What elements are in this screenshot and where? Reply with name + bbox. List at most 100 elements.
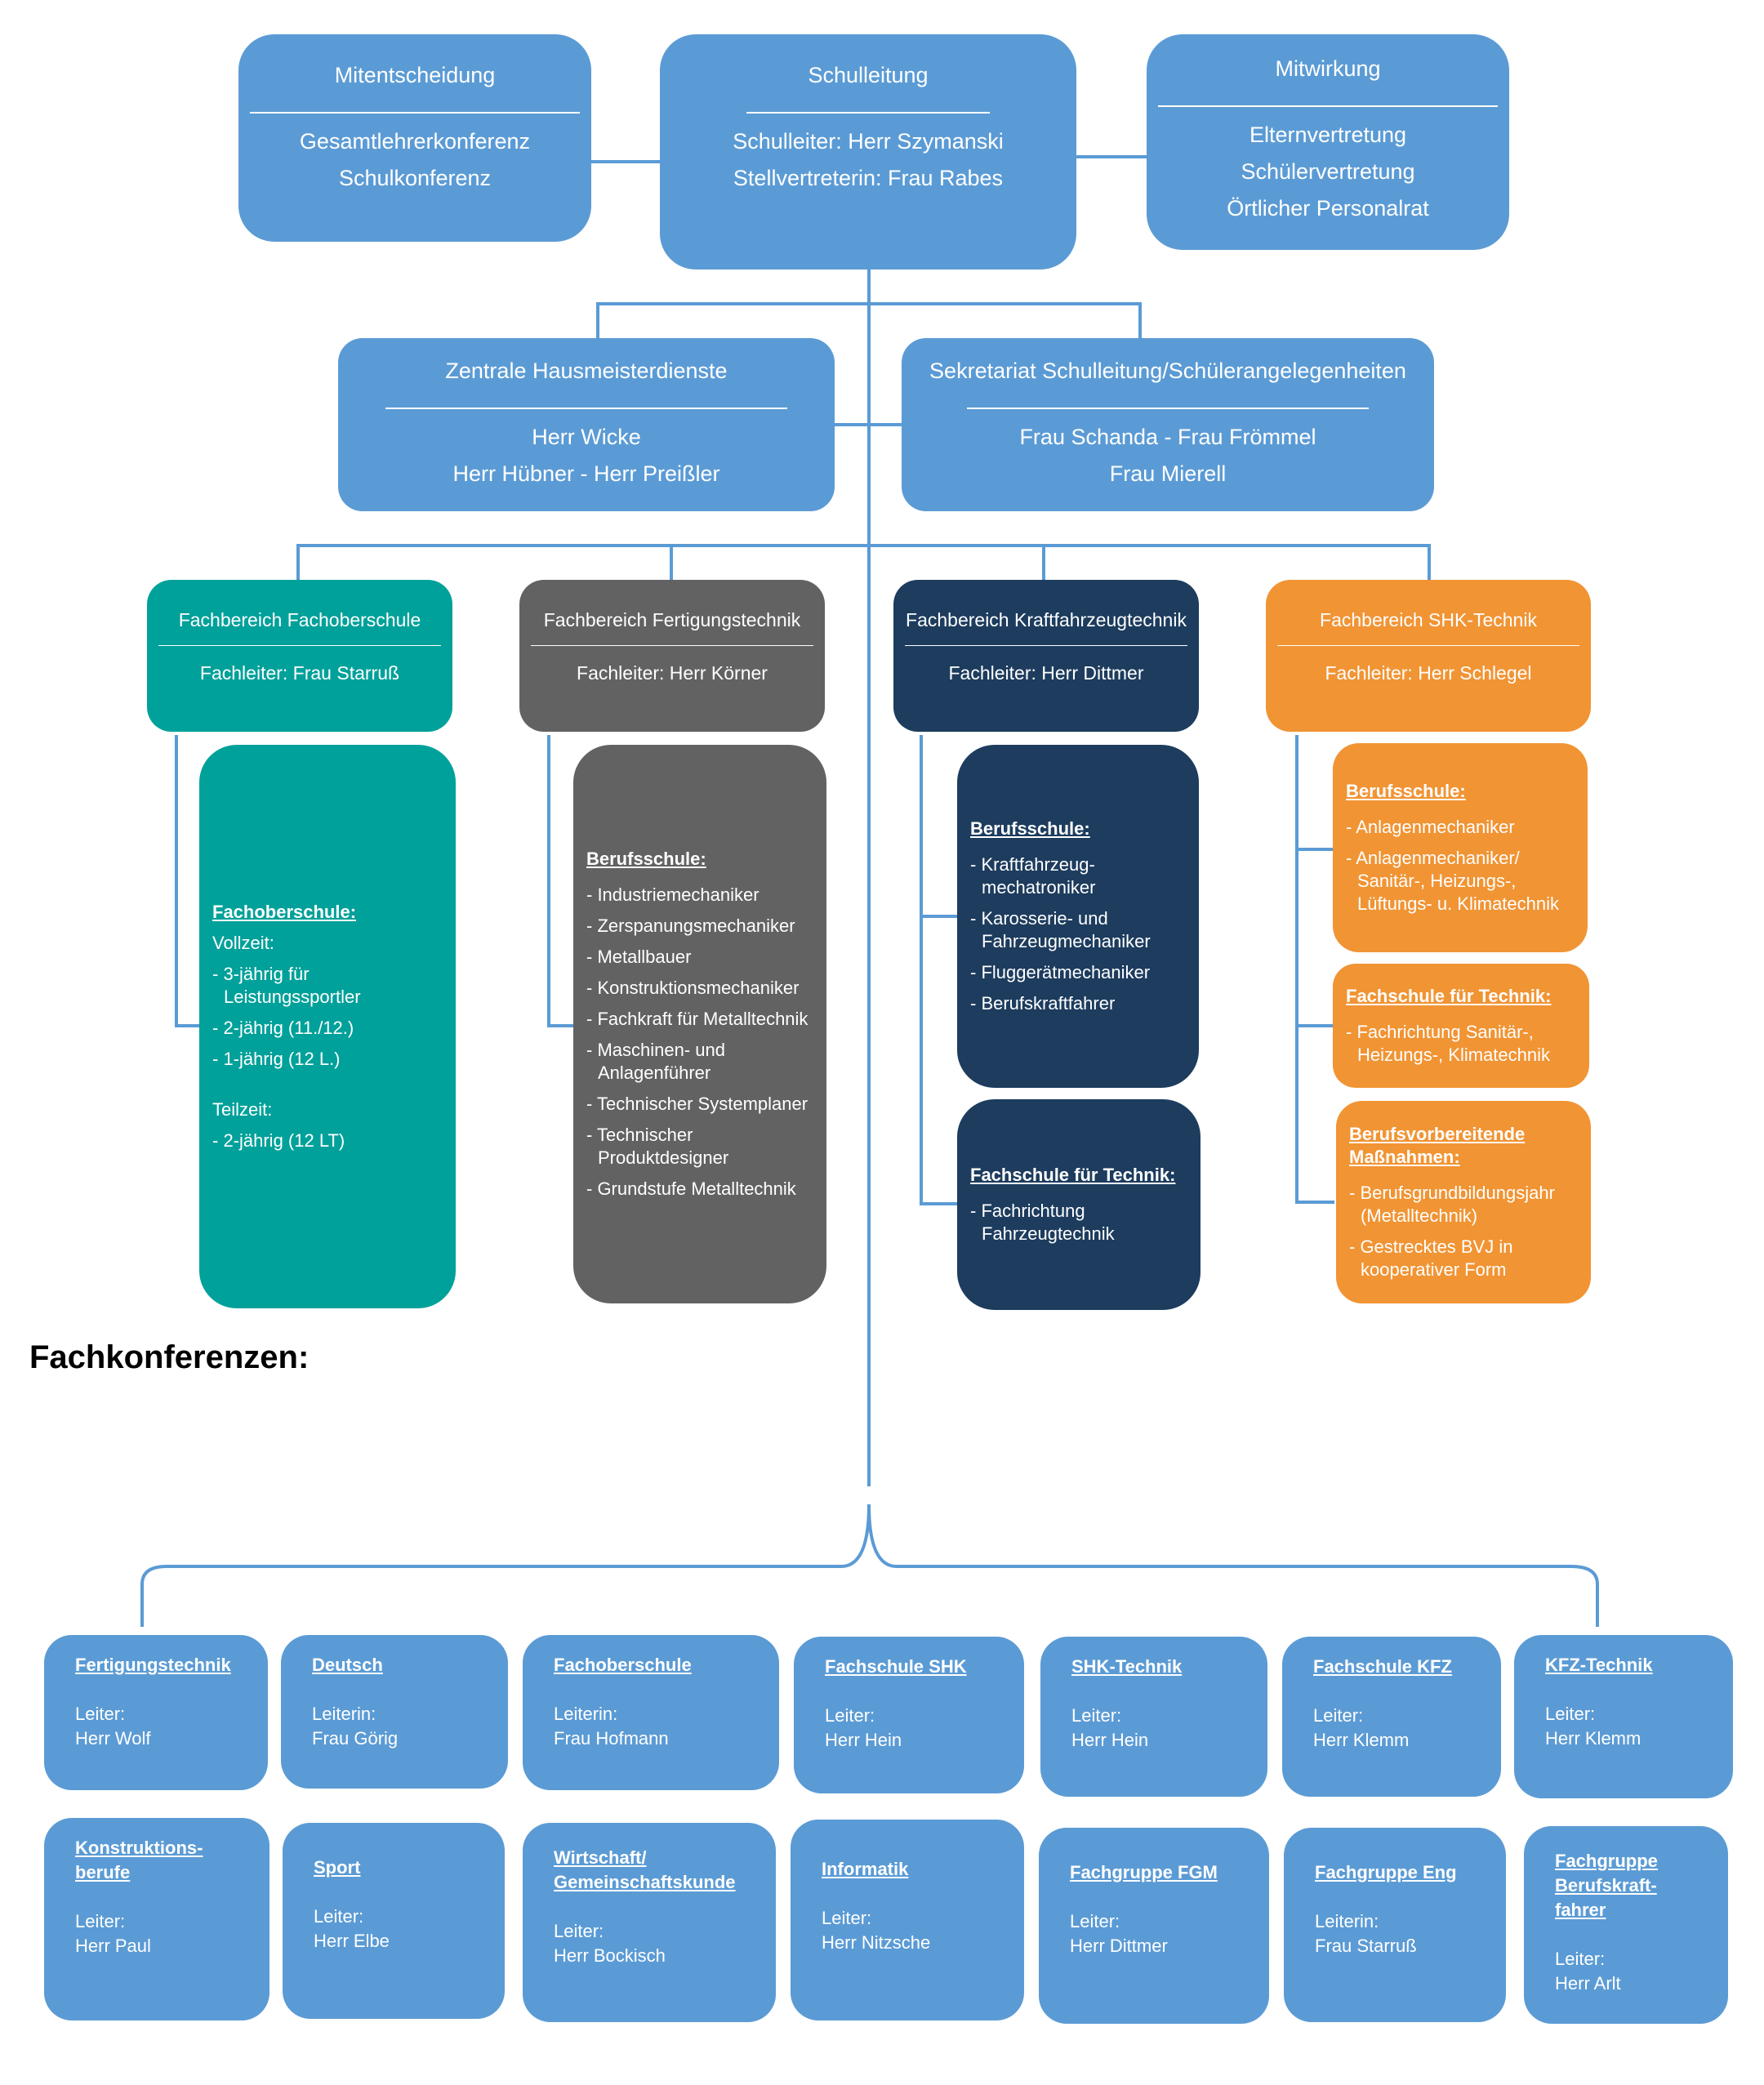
fachkonferenzen-heading: Fachkonferenzen: (29, 1339, 310, 1375)
conference-title: Wirtschaft/ Gemeinschaftskunde (554, 1847, 736, 1892)
list-item: - Fachkraft für Metalltechnik (586, 1009, 808, 1029)
conference-label: Leiter: (822, 1908, 872, 1928)
connector-kfz-detail (920, 735, 957, 1205)
list-item: - Konstruktionsmechaniker (586, 978, 800, 998)
conference-fertigungstechnik: Fertigungstechnik Leiter: Herr Wolf (44, 1635, 268, 1790)
detail-fachoberschule: Fachoberschule: Vollzeit: - 3-jährig für… (199, 745, 456, 1308)
dept-shk-technik: Fachbereich SHK-Technik Fachleiter: Herr… (1266, 580, 1591, 732)
conference-fachgruppe-eng: Fachgruppe Eng Leiterin: Frau Starruß (1284, 1828, 1506, 2022)
conference-fachoberschule: Fachoberschule Leiterin: Frau Hofmann (523, 1635, 779, 1790)
list-item: - Gestrecktes BVJ in kooperativer Form (1349, 1236, 1513, 1280)
list-item: - 1-jährig (12 L.) (212, 1049, 341, 1069)
conference-label: Leiter: (75, 1704, 126, 1724)
conference-title: KFZ-Technik (1545, 1655, 1653, 1675)
conference-deutsch: Deutsch Leiterin: Frau Görig (281, 1635, 508, 1789)
divider (967, 408, 1369, 409)
body-line: Schulleiter: Herr Szymanski (733, 129, 1004, 154)
schulleitung-box: Schulleitung Schulleiter: Herr Szymanski… (660, 34, 1076, 270)
detail-fertigungstechnik: Berufsschule: - Industriemechaniker - Ze… (573, 745, 826, 1303)
list-item: - Technischer Produktdesigner (586, 1125, 729, 1168)
detail-kfz-fachschule: Fachschule für Technik: - Fachrichtung F… (957, 1099, 1200, 1310)
conference-label: Leiter: (1070, 1911, 1120, 1931)
list-item: - Anlagenmechaniker (1346, 817, 1515, 837)
connector-support (596, 302, 1142, 338)
conference-name: Herr Hein (1071, 1730, 1149, 1750)
dept-title: Fachbereich Fachoberschule (178, 609, 421, 630)
detail-title: Fachschule für Technik: (1346, 986, 1552, 1006)
conference-kfz-technik: KFZ-Technik Leiter: Herr Klemm (1514, 1635, 1733, 1798)
list-item: - Zerspanungsmechaniker (586, 916, 795, 936)
list-item: - Maschinen- und Anlagenführer (586, 1040, 725, 1083)
conference-title: Fachschule SHK (825, 1656, 967, 1677)
connector-fos-detail (175, 735, 201, 1027)
divider (746, 112, 990, 114)
list-item: - Karosserie- und Fahrzeugmechaniker (970, 908, 1151, 951)
conference-fachgruppe-fgm: Fachgruppe FGM Leiter: Herr Dittmer (1039, 1828, 1269, 2024)
sekretariat-title: Sekretariat Schulleitung/Schülerangelege… (929, 359, 1406, 383)
detail-shk-berufsvorbereitung: Berufsvorbereitende Maßnahmen: - Berufsg… (1336, 1101, 1591, 1303)
body-line: Örtlicher Personalrat (1227, 196, 1429, 221)
dept-title: Fachbereich Fertigungstechnik (543, 609, 801, 630)
conference-label: Leiter: (1545, 1704, 1596, 1724)
mitwirkung-box: Mitwirkung Elternvertretung Schülervertr… (1147, 34, 1509, 250)
connector-departments (296, 544, 1431, 580)
conference-label: Leiter: (314, 1906, 364, 1927)
mitwirkung-title: Mitwirkung (1275, 56, 1381, 81)
conference-title: Fachschule KFZ (1313, 1656, 1452, 1677)
conference-name: Herr Klemm (1313, 1730, 1410, 1750)
dept-fertigungstechnik: Fachbereich Fertigungstechnik Fachleiter… (519, 580, 825, 732)
dept-kraftfahrzeugtechnik: Fachbereich Kraftfahrzeugtechnik Fachlei… (893, 580, 1199, 732)
conference-label: Leiter: (554, 1921, 604, 1941)
mitentscheidung-title: Mitentscheidung (334, 63, 496, 87)
conference-title: Fachoberschule (554, 1655, 692, 1675)
conference-title: Fachgruppe Eng (1315, 1862, 1457, 1882)
conference-name: Herr Paul (75, 1936, 151, 1956)
list-item: - Grundstufe Metalltechnik (586, 1178, 796, 1199)
conference-shk-technik: SHK-Technik Leiter: Herr Hein (1040, 1637, 1267, 1797)
conference-label: Leiter: (75, 1911, 126, 1931)
conference-fachgruppe-berufskraftfahrer: Fachgruppe Berufskraft-fahrer Leiter: He… (1524, 1826, 1728, 2024)
conference-title: SHK-Technik (1071, 1656, 1183, 1677)
conference-wirtschaft: Wirtschaft/ Gemeinschaftskunde Leiter: H… (523, 1823, 776, 2022)
conference-label: Leiter: (1555, 1949, 1606, 1969)
conference-name: Herr Klemm (1545, 1728, 1642, 1749)
conference-name: Frau Hofmann (554, 1728, 669, 1749)
conference-title: Fachgruppe FGM (1070, 1862, 1218, 1882)
divider (1277, 645, 1579, 646)
conference-informatik: Informatik Leiter: Herr Nitzsche (791, 1820, 1024, 2020)
conference-name: Herr Hein (825, 1730, 902, 1750)
detail-shk-fachschule: Fachschule für Technik: - Fachrichtung S… (1333, 964, 1589, 1088)
body-line: Schulkonferenz (338, 166, 492, 190)
divider (158, 645, 441, 646)
detail-title: Berufsschule: (1346, 781, 1466, 801)
dept-title: Fachbereich Kraftfahrzeugtechnik (906, 609, 1187, 630)
body-line: Schülervertretung (1241, 159, 1415, 184)
list-item: - Fachrichtung Fahrzeugtechnik (970, 1201, 1115, 1244)
connector-conference-brace (140, 1504, 1599, 1627)
conference-name: Herr Elbe (314, 1931, 390, 1951)
dept-leader: Fachleiter: Herr Körner (577, 662, 768, 684)
body-line: Stellvertreterin: Frau Rabes (733, 166, 1004, 190)
detail-title: Berufsvorbereitende Maßnahmen: (1349, 1124, 1526, 1167)
conference-title: Konstruktions-berufe (75, 1838, 203, 1882)
detail-shk-berufsschule: Berufsschule: - Anlagenmechaniker - Anla… (1333, 743, 1588, 952)
list-item: - Berufskraftfahrer (970, 993, 1116, 1014)
conference-name: Herr Dittmer (1070, 1936, 1168, 1956)
body-line: Herr Hübner - Herr Preißler (452, 461, 720, 486)
list-item: - 3-jährig für Leistungssportler (212, 964, 361, 1007)
conference-fachschule-shk: Fachschule SHK Leiter: Herr Hein (794, 1637, 1024, 1793)
conference-konstruktionsberufe: Konstruktions-berufe Leiter: Herr Paul (44, 1818, 270, 2020)
list-item: - Fachrichtung Sanitär-, Heizungs-, Klim… (1346, 1022, 1550, 1065)
connector-fert-detail (547, 735, 573, 1027)
sekretariat-box: Sekretariat Schulleitung/Schülerangelege… (902, 338, 1434, 511)
conference-label: Leiter: (1071, 1705, 1122, 1726)
mitentscheidung-box: Mitentscheidung Gesamtlehrerkonferenz Sc… (238, 34, 591, 242)
conference-name: Herr Wolf (75, 1728, 151, 1749)
conference-title: Sport (314, 1857, 361, 1878)
divider (531, 645, 813, 646)
divider (1158, 105, 1498, 107)
list-item: - Fluggerätmechaniker (970, 962, 1151, 982)
dept-title: Fachbereich SHK-Technik (1320, 609, 1537, 630)
body-line: Herr Wicke (532, 425, 641, 449)
